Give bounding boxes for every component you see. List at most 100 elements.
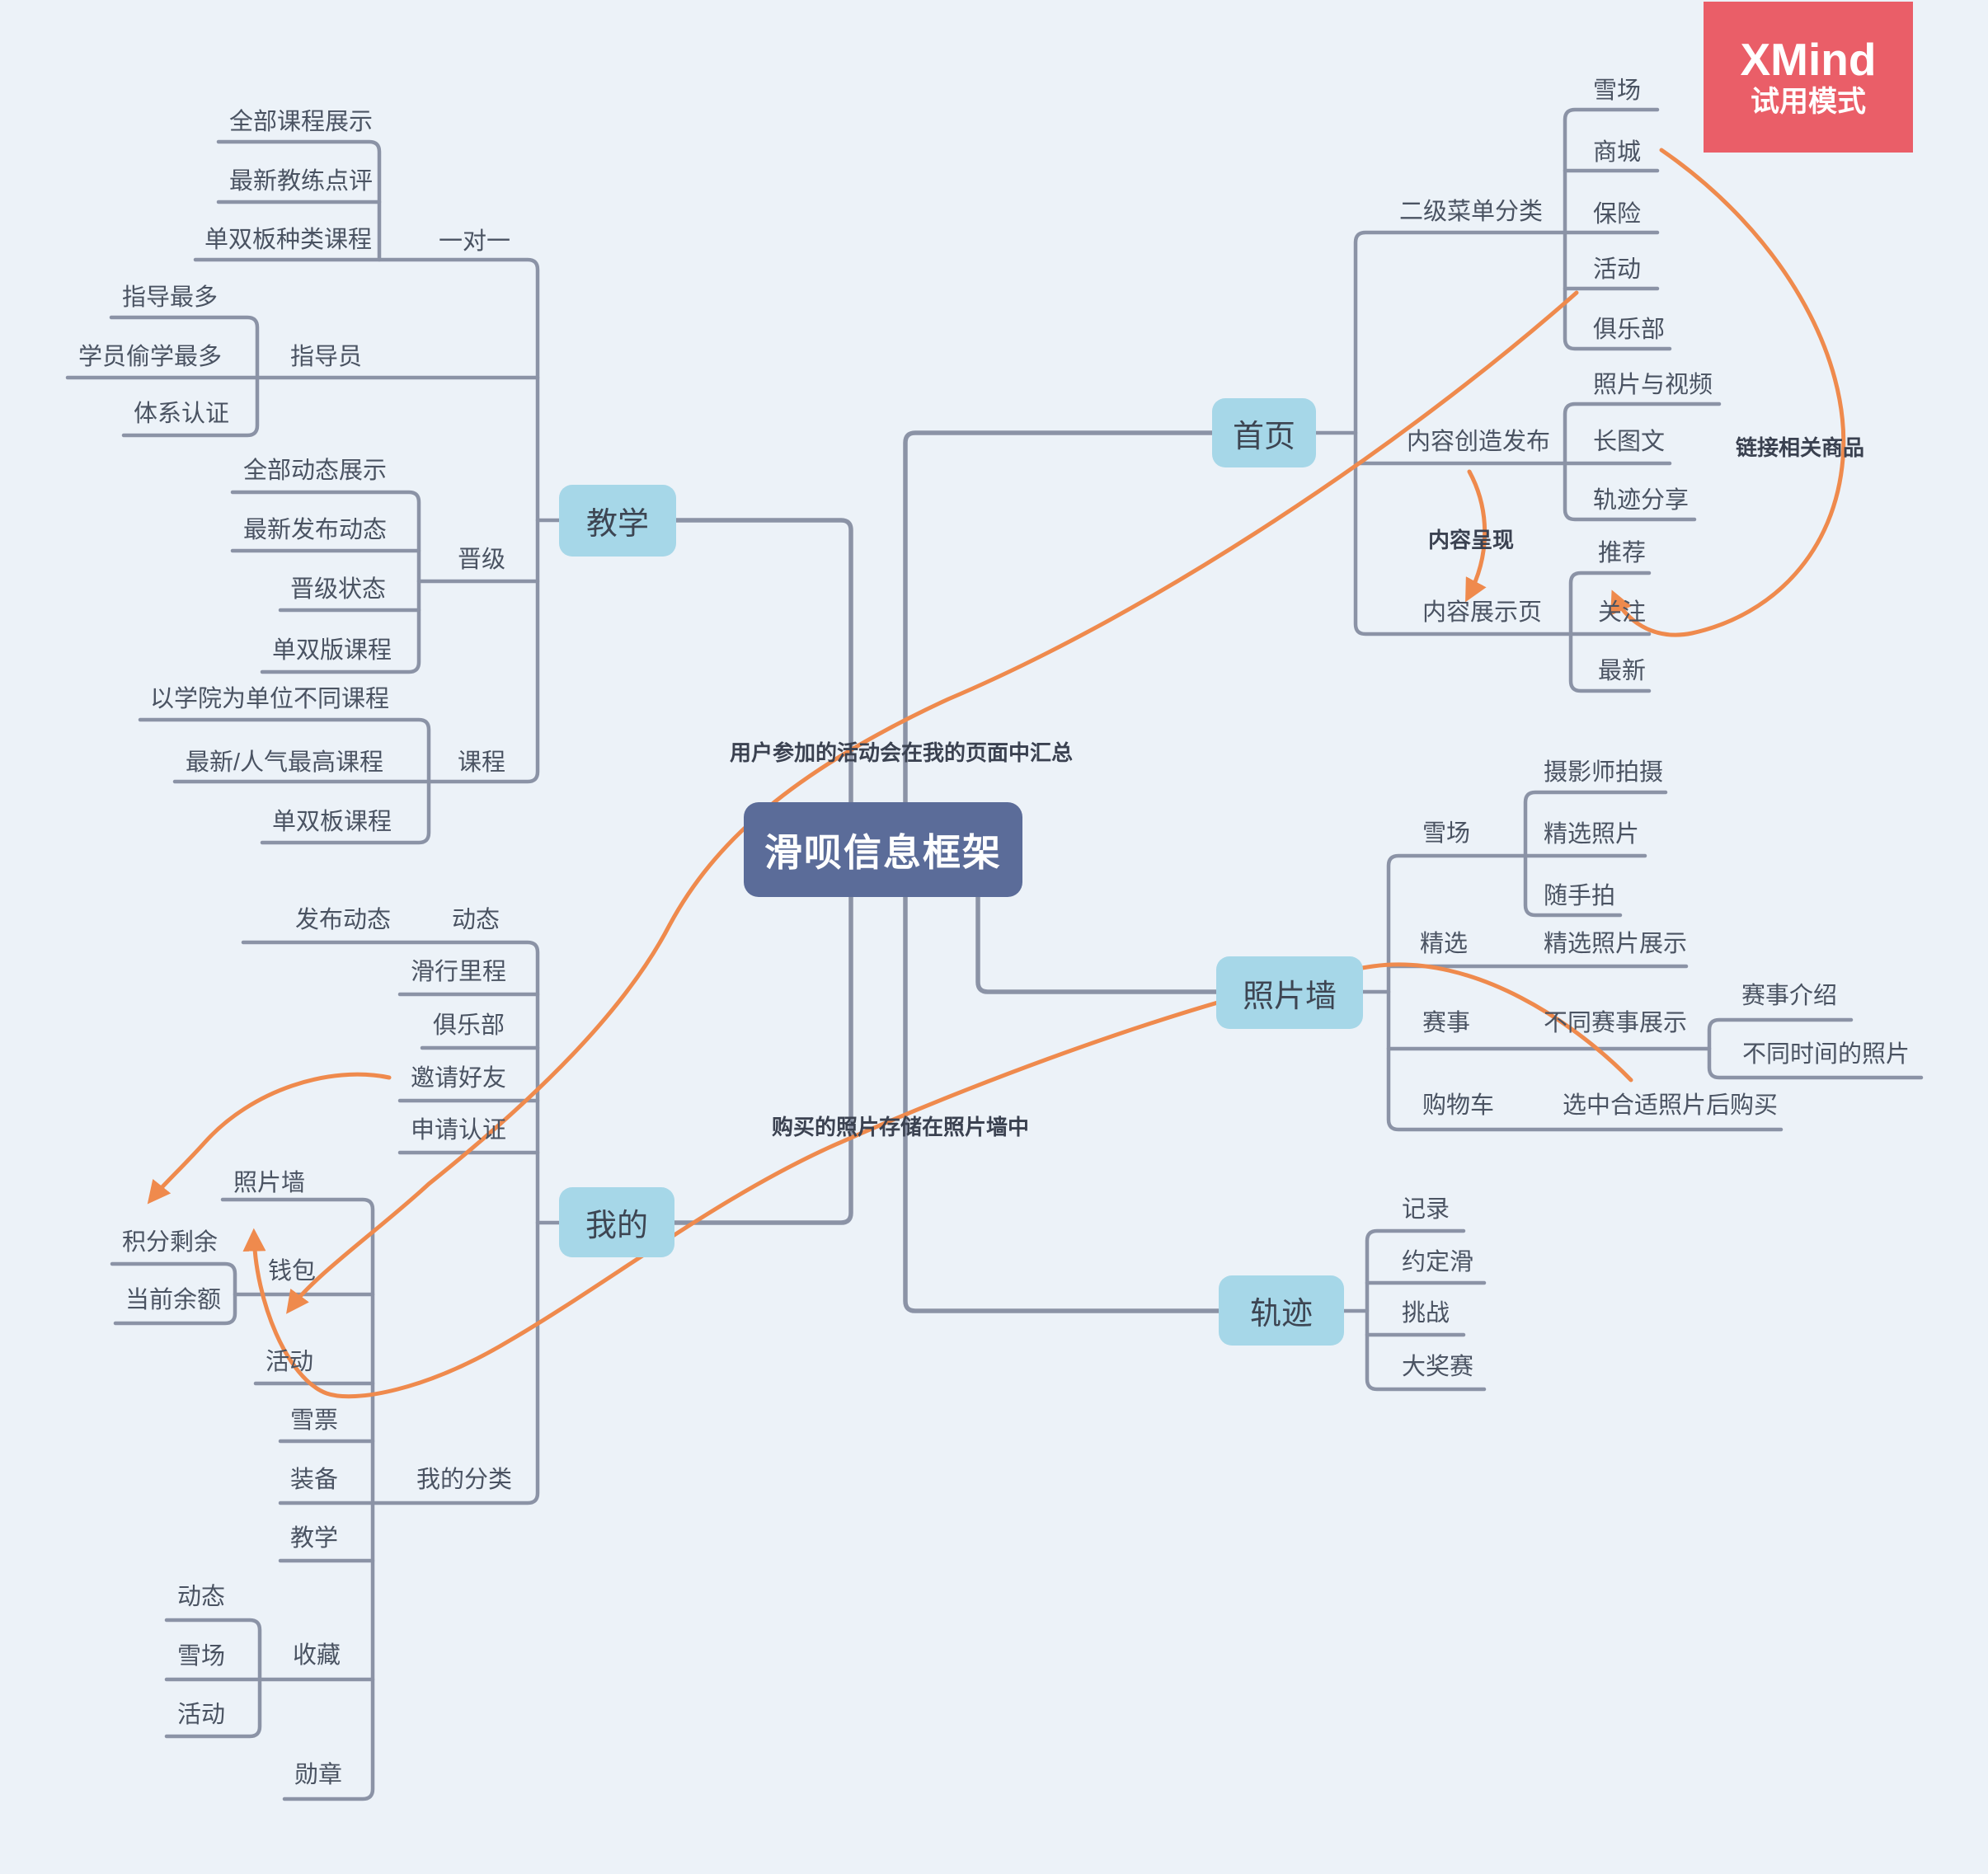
topic-label[interactable]: 动态 — [452, 907, 501, 933]
relationship-arrow-shop-to-follow — [1610, 148, 1846, 637]
topic-label[interactable]: 精选照片 — [1544, 821, 1640, 848]
relationship-label: 购买的照片存储在照片墙中 — [772, 1115, 1030, 1139]
topic-label[interactable]: 大奖赛 — [1402, 1354, 1474, 1380]
topic-label[interactable]: 晋级状态 — [290, 576, 387, 603]
branch-line — [110, 1261, 237, 1326]
branch-line — [241, 940, 540, 1505]
branch-line — [1365, 1228, 1487, 1392]
topic-label[interactable]: 轨迹分享 — [1593, 487, 1690, 514]
branch-line — [1563, 107, 1672, 351]
topic-label[interactable]: 钱包 — [268, 1258, 317, 1285]
trial-mode-label: 试用模式 — [1750, 85, 1866, 118]
main-topic-node[interactable]: 我的 — [559, 1187, 674, 1257]
topic-label[interactable]: 雪票 — [290, 1407, 339, 1434]
branch-line — [220, 1197, 375, 1801]
topic-label[interactable]: 当前余额 — [125, 1287, 222, 1313]
topic-label[interactable]: 最新 — [1598, 658, 1647, 684]
relationship-arrow-activity-to-my-activity — [286, 290, 1579, 1314]
topic-label[interactable]: 二级菜单分类 — [1399, 199, 1544, 225]
topic-label[interactable]: 勋章 — [294, 1762, 343, 1788]
xmind-logo-text: XMind — [1740, 33, 1877, 85]
topic-label[interactable]: 照片与视频 — [1593, 372, 1713, 398]
topic-label[interactable]: 约定滑 — [1402, 1249, 1474, 1275]
topic-label[interactable]: 雪场 — [177, 1643, 226, 1670]
relationship-arrow-purchase-to-photowall — [242, 962, 1633, 1399]
topic-label[interactable]: 全部课程展示 — [229, 109, 374, 135]
central-topic-node[interactable]: 滑呗信息框架 — [744, 802, 1022, 897]
topic-label[interactable]: 推荐 — [1598, 540, 1647, 566]
relationship-arrow-invite-to-points — [147, 1072, 392, 1205]
main-topic-node[interactable]: 教学 — [559, 485, 676, 557]
topic-label[interactable]: 记录 — [1402, 1196, 1450, 1223]
topic-label[interactable]: 邀请好友 — [411, 1065, 507, 1092]
topic-label[interactable]: 活动 — [266, 1349, 314, 1375]
relationship-label: 链接相关商品 — [1736, 435, 1865, 460]
branch-line — [1353, 230, 1573, 636]
topic-label[interactable]: 一对一 — [439, 228, 511, 255]
topic-label[interactable]: 教学 — [290, 1525, 339, 1552]
topic-label[interactable]: 指导员 — [290, 344, 363, 370]
topic-label[interactable]: 体系认证 — [134, 401, 230, 427]
topic-label[interactable]: 装备 — [290, 1467, 339, 1493]
topic-label[interactable]: 长图文 — [1593, 429, 1666, 455]
relationship-label: 内容呈现 — [1428, 528, 1515, 552]
topic-label[interactable]: 关注 — [1598, 599, 1647, 626]
topic-label[interactable]: 赛事介绍 — [1741, 983, 1838, 1009]
topic-label[interactable]: 赛事 — [1422, 1010, 1471, 1036]
topic-label[interactable]: 最新发布动态 — [243, 517, 388, 543]
branch-line — [138, 717, 431, 845]
topic-label[interactable]: 雪场 — [1422, 820, 1471, 847]
topic-label[interactable]: 发布动态 — [295, 907, 392, 933]
branch-line — [216, 139, 382, 262]
topic-label[interactable]: 保险 — [1593, 201, 1642, 228]
branch-line — [1523, 790, 1668, 918]
topic-label[interactable]: 随手拍 — [1544, 883, 1616, 909]
topic-label[interactable]: 俱乐部 — [1593, 317, 1666, 343]
topic-label[interactable]: 滑行里程 — [411, 959, 507, 985]
topic-label[interactable]: 我的分类 — [416, 1467, 513, 1493]
topic-label[interactable]: 不同赛事展示 — [1544, 1010, 1688, 1036]
topic-label[interactable]: 照片墙 — [233, 1170, 306, 1196]
main-topic-node[interactable]: 照片墙 — [1216, 956, 1363, 1029]
topic-label[interactable]: 积分剩余 — [122, 1229, 219, 1256]
topic-label[interactable]: 最新教练点评 — [229, 168, 374, 195]
topic-label[interactable]: 单双板课程 — [272, 809, 392, 835]
topic-label[interactable]: 挑战 — [1402, 1300, 1450, 1327]
topic-label[interactable]: 学员偷学最多 — [78, 344, 223, 370]
topic-label[interactable]: 单双板种类课程 — [204, 227, 373, 253]
branch-line — [975, 895, 1219, 994]
xmind-trial-badge[interactable]: XMind 试用模式 — [1704, 2, 1913, 153]
topic-label[interactable]: 课程 — [458, 749, 506, 776]
topic-label[interactable]: 全部动态展示 — [243, 458, 388, 484]
topic-label[interactable]: 雪场 — [1593, 77, 1642, 104]
branch-line — [1707, 1017, 1924, 1080]
main-topic-node[interactable]: 首页 — [1212, 398, 1316, 467]
topic-label[interactable]: 指导最多 — [122, 284, 219, 311]
topic-label[interactable]: 以学院为单位不同课程 — [150, 686, 390, 712]
topic-label[interactable]: 最新/人气最高课程 — [186, 749, 384, 776]
topic-label[interactable]: 俱乐部 — [433, 1012, 505, 1039]
topic-label[interactable]: 不同时间的照片 — [1742, 1041, 1910, 1068]
branch-line — [903, 430, 1215, 805]
topic-label[interactable]: 精选 — [1420, 931, 1469, 957]
main-topic-node[interactable]: 轨迹 — [1219, 1275, 1344, 1346]
topic-label[interactable]: 动态 — [177, 1584, 226, 1610]
branch-line — [164, 1618, 262, 1739]
topic-label[interactable]: 单双版课程 — [272, 637, 392, 664]
topic-label[interactable]: 内容创造发布 — [1407, 429, 1551, 455]
topic-label[interactable]: 选中合适照片后购买 — [1563, 1092, 1779, 1119]
topic-label[interactable]: 晋级 — [458, 547, 506, 573]
topic-label[interactable]: 内容展示页 — [1422, 599, 1543, 626]
branch-line — [903, 895, 1221, 1313]
topic-label[interactable]: 摄影师拍摄 — [1544, 759, 1664, 786]
topic-label[interactable]: 申请认证 — [411, 1117, 507, 1144]
topic-label[interactable]: 活动 — [177, 1702, 226, 1728]
branch-line — [674, 518, 853, 805]
topic-label[interactable]: 收藏 — [293, 1642, 341, 1669]
topic-label[interactable]: 商城 — [1593, 139, 1642, 166]
topic-label[interactable]: 活动 — [1593, 256, 1642, 283]
topic-label[interactable]: 购物车 — [1422, 1092, 1495, 1119]
branch-line — [672, 895, 853, 1225]
topic-label[interactable]: 精选照片展示 — [1544, 931, 1688, 957]
